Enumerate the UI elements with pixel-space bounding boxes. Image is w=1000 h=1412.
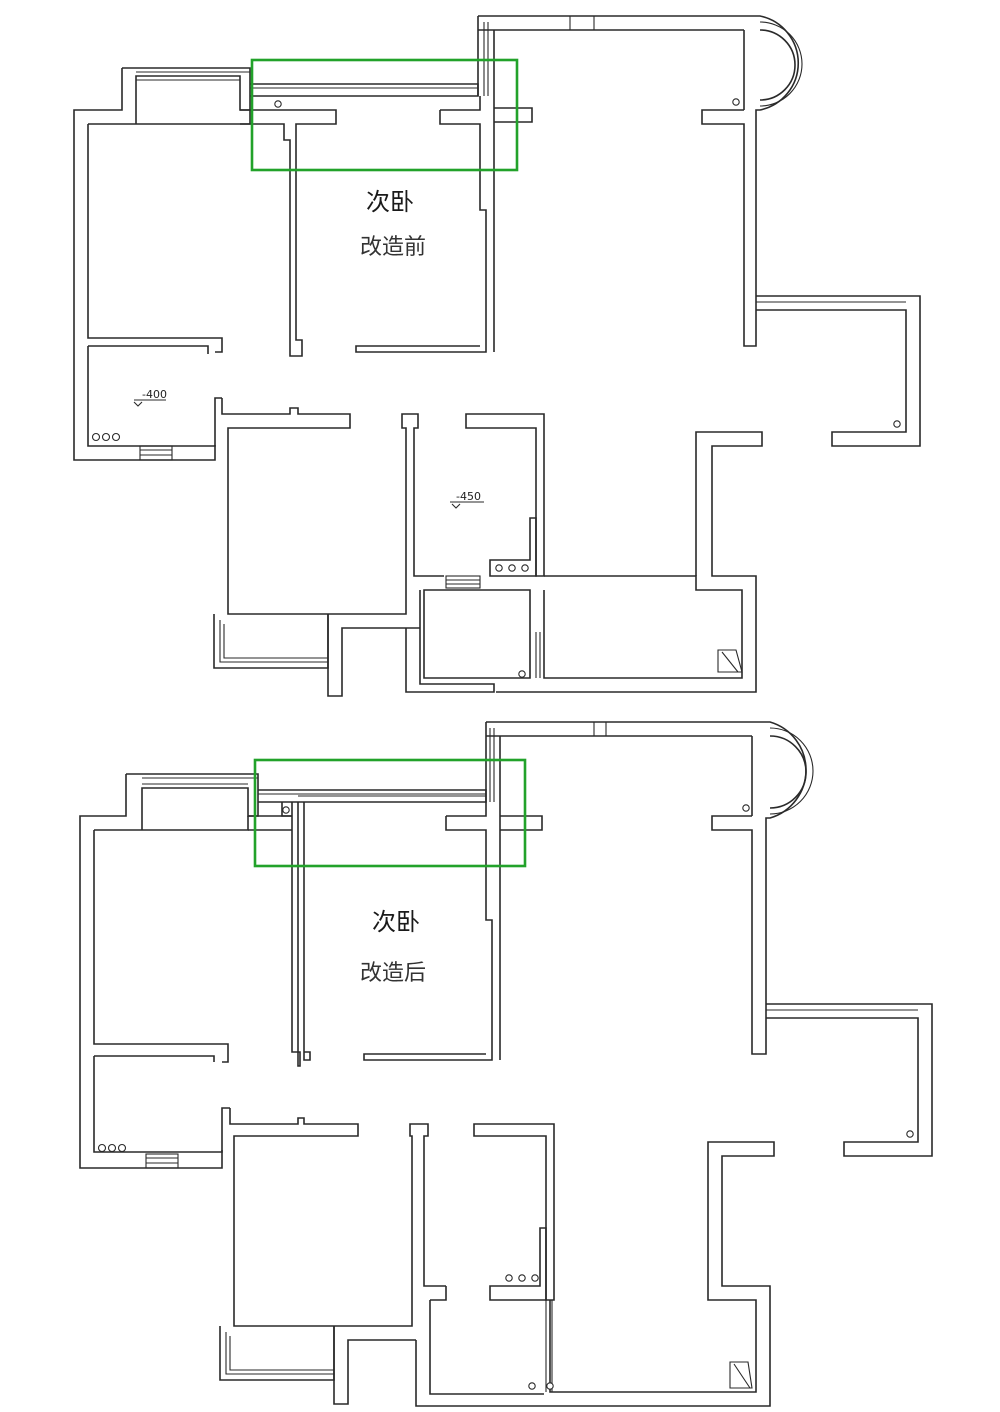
plan-before: -400 -450 bbox=[73, 15, 921, 697]
state-label-after: 改造后 bbox=[360, 961, 426, 986]
state-label-before: 改造前 bbox=[360, 235, 426, 260]
level-mark-400: -400 bbox=[142, 388, 167, 401]
highlight-box-before bbox=[250, 58, 519, 172]
room-label-after: 次卧 bbox=[372, 908, 420, 936]
level-mark-450: -450 bbox=[456, 490, 481, 503]
plan-after bbox=[79, 721, 933, 1407]
room-label-before: 次卧 bbox=[366, 188, 414, 216]
highlight-box-after bbox=[253, 758, 527, 868]
